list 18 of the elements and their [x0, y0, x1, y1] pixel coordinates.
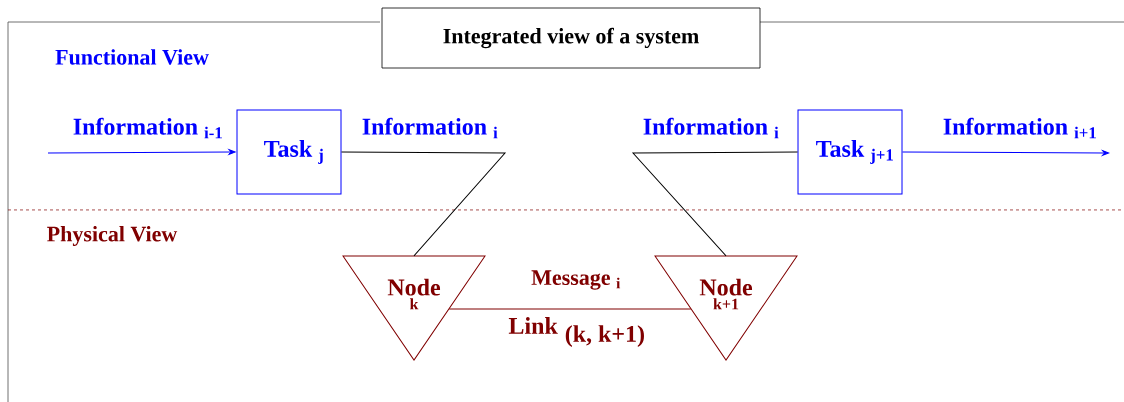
view-heading: Physical View	[47, 226, 178, 246]
view-heading: Functional View	[55, 49, 209, 65]
connector	[902, 150, 1110, 156]
connector	[341, 151, 506, 257]
edge-label: Information $_{i+1}$	[943, 117, 1096, 139]
edge-label: Message $_{i}$	[531, 270, 621, 290]
connector	[47, 149, 236, 155]
node-triangle: Node k	[342, 255, 486, 361]
link-label: $\textbf{Link}\;{}_{\textbf{(k, k+1)}}$	[508, 317, 644, 347]
node-triangle: Node k+1	[654, 255, 798, 361]
task-box: Task $_{j}$	[236, 109, 342, 195]
connector	[632, 151, 798, 257]
title-box: Integrated view of a system	[381, 7, 761, 69]
task-box: Task $_{j+1}$	[797, 109, 903, 195]
edge-label: Information $_{i}$	[362, 117, 498, 139]
connector	[448, 308, 692, 310]
edge-label: Information $_{i}$	[643, 117, 779, 139]
edge-label: Information $_{i-1}$	[73, 117, 222, 139]
